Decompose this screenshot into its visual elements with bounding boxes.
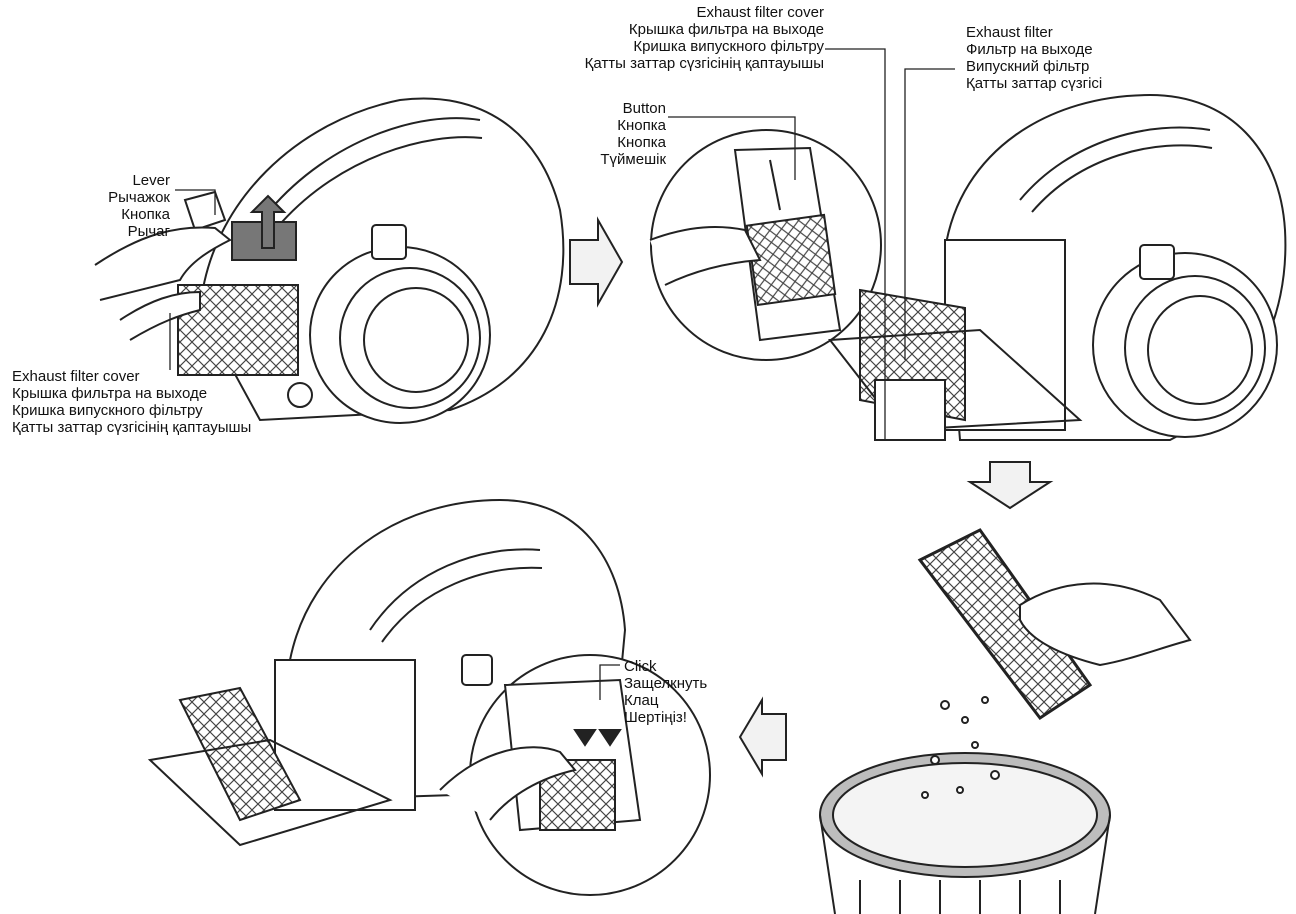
exhaust-filter-uk: Випускний фільтр: [966, 58, 1090, 75]
exhaust-cover-top-kk: Қатты заттар сүзгісінің қаптауышы: [584, 55, 824, 72]
click-label-kk: Шертіңіз!: [624, 709, 687, 726]
exhaust-cover-label-bottom: Exhaust filter cover Крышка фильтра на в…: [12, 368, 251, 436]
click-label: Click Защелкнуть Клац Шертіңіз!: [624, 658, 707, 726]
exhaust-filter-kk: Қатты заттар сүзгісі: [966, 75, 1103, 92]
lever-label: Lever Рычажок Кнопка Рычаг: [30, 172, 170, 240]
vacuum-panel-2: [828, 93, 1287, 441]
exhaust-cover-bottom-uk: Кришка випускного фільтру: [12, 402, 203, 419]
button-detail-panel: [649, 129, 882, 361]
button-label: Button Кнопка Кнопка Түймешік: [560, 100, 666, 168]
lever-label-en: Lever: [132, 172, 170, 189]
button-label-uk: Кнопка: [617, 134, 666, 151]
exhaust-cover-bottom-ru: Крышка фильтра на выходе: [12, 385, 208, 402]
arrow-left-icon: [738, 696, 787, 778]
exhaust-cover-top-ru: Крышка фильтра на выходе: [628, 21, 824, 38]
vacuum-panel-4: [147, 498, 711, 896]
exhaust-cover-bottom-kk: Қатты заттар сүзгісінің қаптауышы: [12, 419, 252, 436]
exhaust-filter-label: Exhaust filter Фильтр на выходе Випускни…: [966, 24, 1102, 92]
exhaust-filter-ru: Фильтр на выходе: [966, 41, 1093, 58]
lever-label-kk: Рычаг: [127, 223, 170, 240]
lever-label-uk: Кнопка: [121, 206, 170, 223]
exhaust-cover-top-en: Exhaust filter cover: [696, 4, 824, 21]
exhaust-cover-bottom-en: Exhaust filter cover: [12, 368, 140, 385]
exhaust-filter-en: Exhaust filter: [966, 24, 1053, 41]
click-label-ru: Защелкнуть: [624, 675, 708, 692]
exhaust-cover-label-top: Exhaust filter cover Крышка фильтра на в…: [540, 4, 824, 72]
arrow-down-icon: [966, 461, 1054, 510]
click-label-en: Click: [624, 658, 657, 675]
lever-label-ru: Рычажок: [108, 189, 170, 206]
button-label-kk: Түймешік: [600, 151, 666, 168]
exhaust-cover-top-uk: Кришка випускного фільтру: [633, 38, 824, 55]
leader-lines: [169, 48, 955, 700]
filter-cleaning-panel: [819, 528, 1192, 914]
click-label-uk: Клац: [624, 692, 659, 709]
button-label-ru: Кнопка: [617, 117, 666, 134]
arrow-right-icon: [569, 216, 624, 308]
button-label-en: Button: [622, 100, 666, 117]
